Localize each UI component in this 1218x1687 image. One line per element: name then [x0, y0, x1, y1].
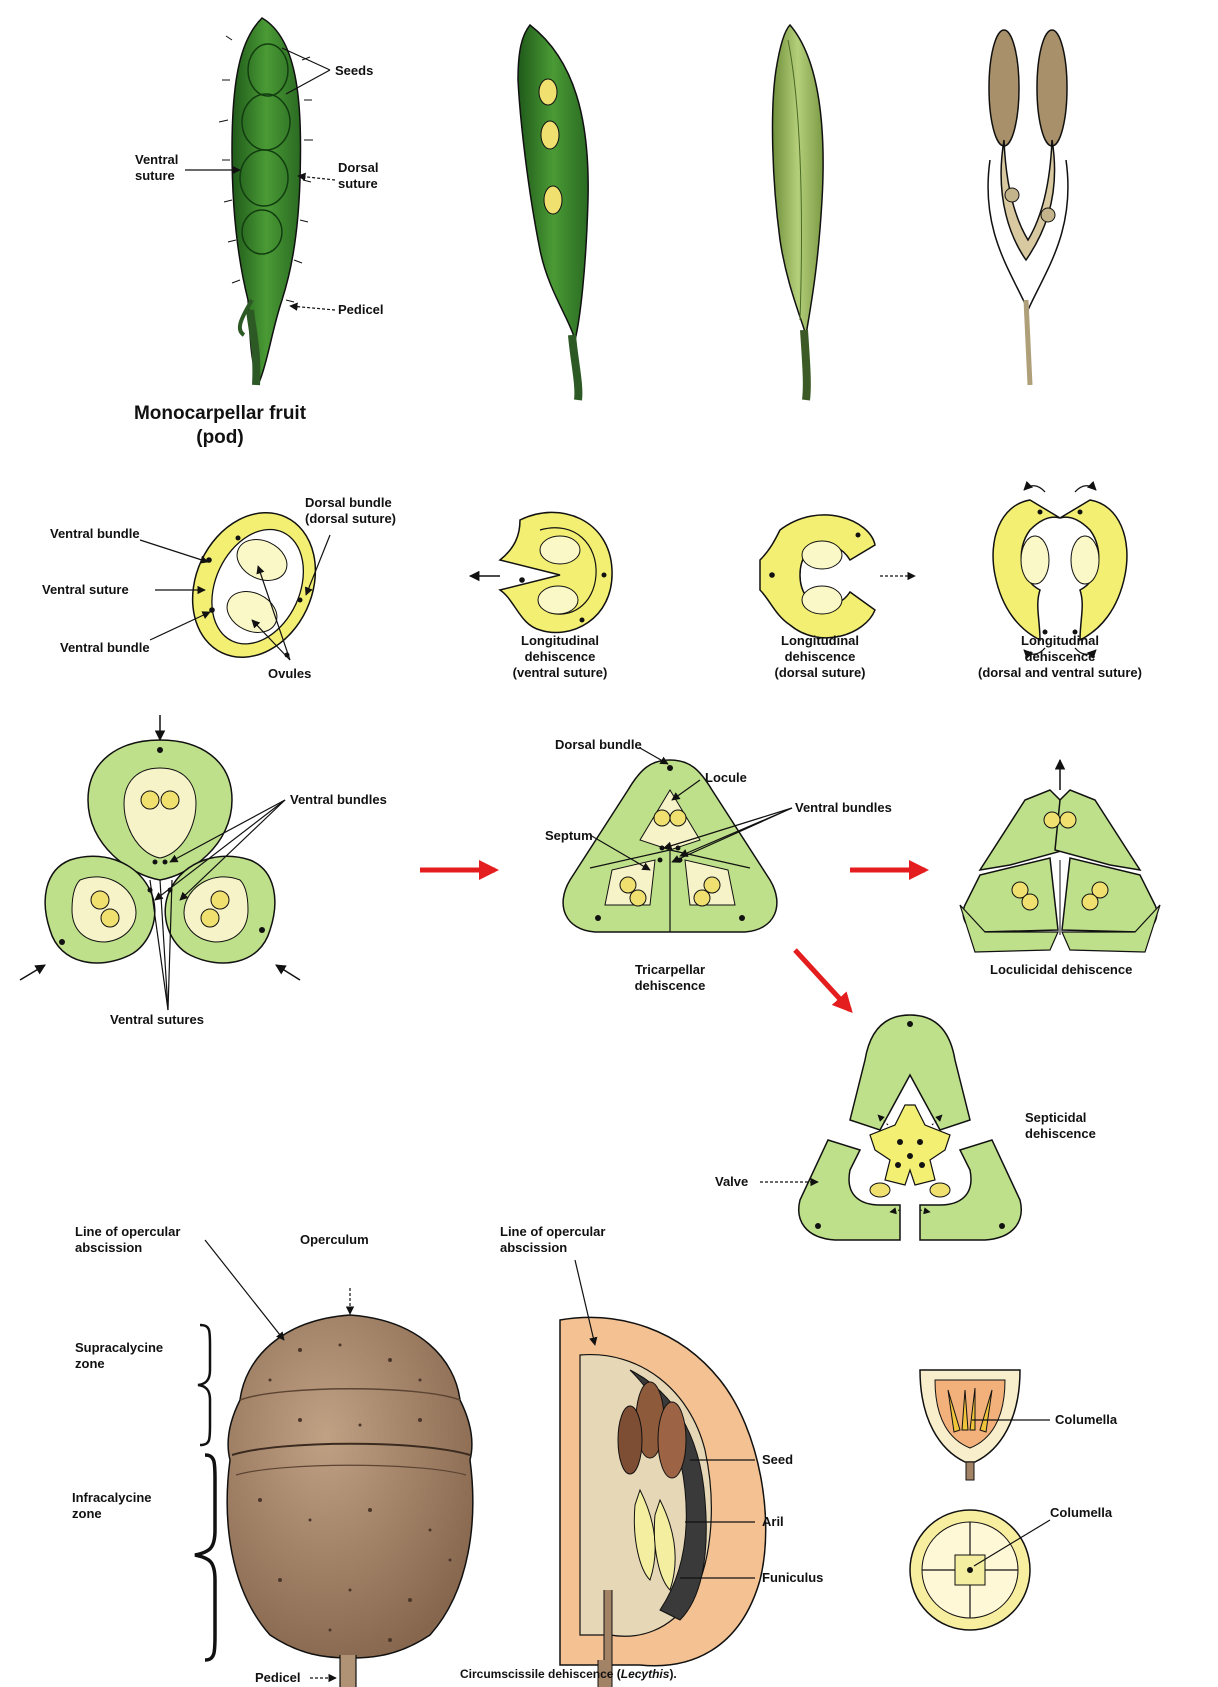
line-abscission-left-label: Line of opercular abscission — [75, 1224, 180, 1256]
aril-label: Aril — [762, 1514, 784, 1530]
ventral-suture-section-label: Ventral suture — [42, 582, 129, 598]
valve-label: Valve — [715, 1174, 748, 1190]
both-sutures-dehiscence-caption: Longitudinal dehiscence (dorsal and vent… — [950, 633, 1170, 681]
columella-top-label: Columella — [1055, 1412, 1117, 1428]
caption-genus: Lecythis — [621, 1667, 670, 1681]
ventral-bundles-left-label: Ventral bundles — [290, 792, 387, 808]
ventral-dehiscence-caption: Longitudinal dehiscence (ventral suture) — [480, 633, 640, 681]
line-abscission-mid-label: Line of opercular abscission — [500, 1224, 605, 1256]
ventral-sutures-label: Ventral sutures — [110, 1012, 204, 1028]
operculum-label: Operculum — [300, 1232, 369, 1248]
dorsal-bundle-label: Dorsal bundle (dorsal suture) — [305, 495, 396, 527]
pod-opening-dorsal — [773, 25, 824, 400]
tricarpel-caption: Tricarpellar dehiscence — [600, 962, 740, 994]
columella-cross-section — [910, 1510, 1030, 1630]
tricarpel-septicidal — [799, 1015, 1021, 1240]
figure-caption: Circumscissile dehiscence (Lecythis). — [460, 1666, 677, 1682]
section-ventral-dehiscence — [500, 512, 612, 632]
dorsal-bundle-tricarpel-label: Dorsal bundle — [555, 737, 642, 753]
pyxis-fruit — [227, 1315, 473, 1687]
funiculus-label: Funiculus — [762, 1570, 823, 1586]
tricarpel-loculicidal — [960, 790, 1160, 952]
section-both-sutures-dehiscence — [993, 500, 1127, 640]
dorsal-suture-label: Dorsal suture — [338, 160, 378, 192]
pod-opening-ventral — [518, 25, 588, 400]
caption-suffix: ). — [669, 1667, 676, 1681]
ventral-bundle-bottom-label: Ventral bundle — [60, 640, 150, 656]
tricarpel-separate-carpels — [45, 740, 275, 963]
locule-label: Locule — [705, 770, 747, 786]
pod-split-both-sutures — [988, 30, 1068, 385]
ventral-bundles-mid-label: Ventral bundles — [795, 800, 892, 816]
pod-hairy — [219, 18, 313, 385]
dorsal-dehiscence-caption: Longitudinal dehiscence (dorsal suture) — [745, 633, 895, 681]
supracalycine-label: Supracalycine zone — [75, 1340, 163, 1372]
pyxis-pedicel-label: Pedicel — [255, 1670, 301, 1686]
pedicel-label: Pedicel — [338, 302, 384, 318]
ventral-bundle-top-label: Ventral bundle — [50, 526, 140, 542]
pod-caption: Monocarpellar fruit (pod) — [120, 402, 320, 450]
columella-bottom-label: Columella — [1050, 1505, 1112, 1521]
columella-longitudinal — [920, 1370, 1020, 1480]
septicidal-caption: Septicidal dehiscence — [1025, 1110, 1096, 1142]
caption-prefix: Circumscissile dehiscence ( — [460, 1667, 621, 1681]
septum-label: Septum — [545, 828, 593, 844]
pyxis-cutaway — [560, 1318, 766, 1687]
ovules-label: Ovules — [268, 666, 311, 682]
ventral-suture-label: Ventral suture — [135, 152, 178, 184]
loculicidal-caption: Loculicidal dehiscence — [990, 962, 1132, 978]
seeds-label: Seeds — [335, 63, 373, 79]
section-dorsal-dehiscence — [760, 515, 875, 638]
seed-label: Seed — [762, 1452, 793, 1468]
infracalycine-label: Infracalycine zone — [72, 1490, 152, 1522]
